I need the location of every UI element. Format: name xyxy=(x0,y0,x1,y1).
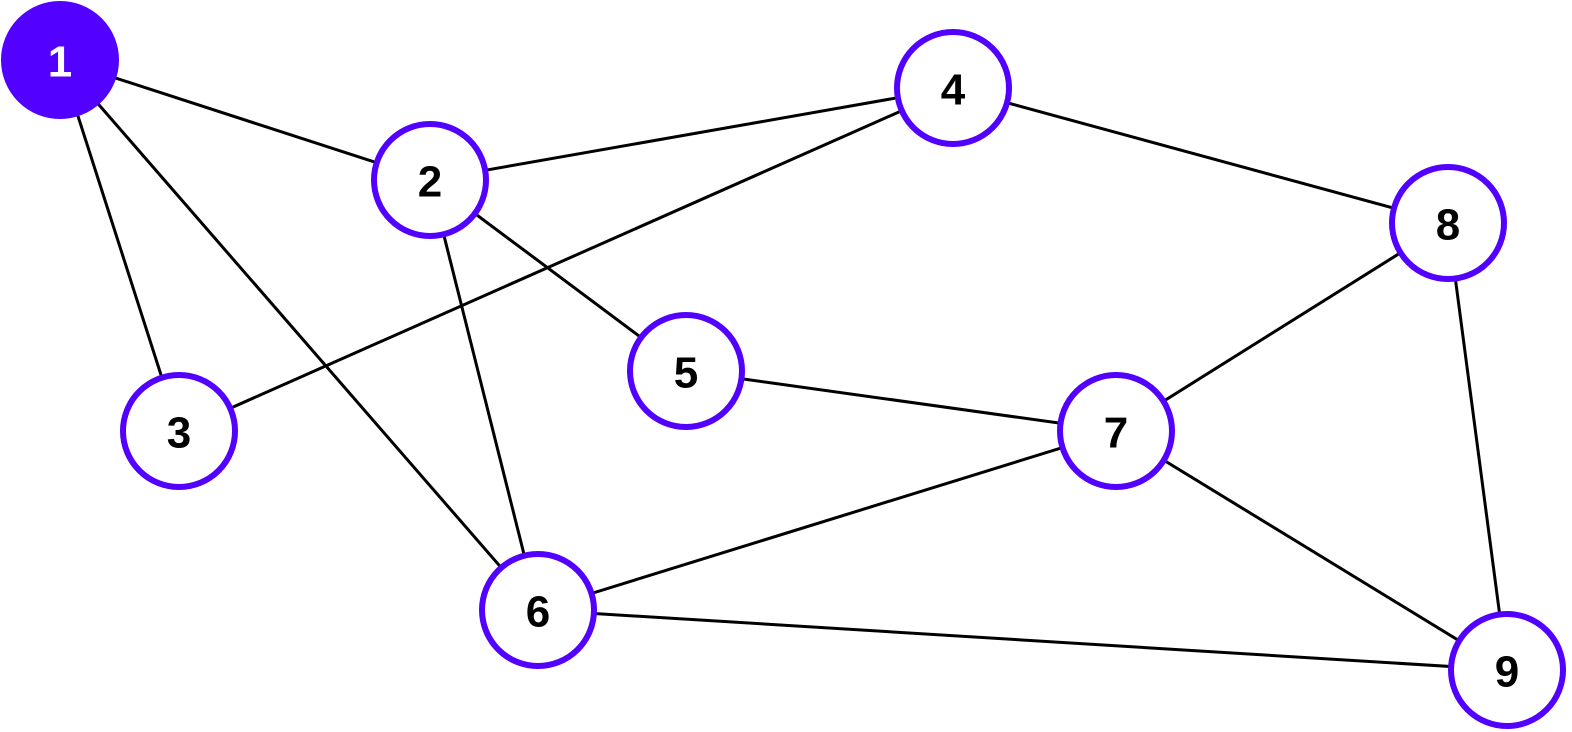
edge-5-7 xyxy=(685,369,1117,433)
node-circle[interactable] xyxy=(1448,611,1566,729)
node-2[interactable]: 2 xyxy=(371,121,489,239)
edge-3-4 xyxy=(178,86,954,433)
node-8[interactable]: 8 xyxy=(1389,164,1507,282)
node-label: 4 xyxy=(941,66,966,115)
node-3[interactable]: 3 xyxy=(120,372,238,490)
edge-2-6 xyxy=(428,179,540,611)
node-label: 5 xyxy=(674,349,698,398)
node-circle[interactable] xyxy=(371,121,489,239)
node-5[interactable]: 5 xyxy=(627,312,745,430)
node-9[interactable]: 9 xyxy=(1448,611,1566,729)
edge-6-7 xyxy=(537,429,1117,612)
node-label: 2 xyxy=(418,158,442,207)
node-circle[interactable] xyxy=(1057,372,1175,490)
node-circle[interactable] xyxy=(627,312,745,430)
edge-8-9 xyxy=(1446,222,1509,671)
node-circle[interactable] xyxy=(894,29,1012,147)
node-label: 7 xyxy=(1104,409,1128,458)
node-circle[interactable] xyxy=(1389,164,1507,282)
node-circle[interactable] xyxy=(1,1,119,119)
edge-2-4 xyxy=(429,86,954,182)
node-circle[interactable] xyxy=(120,372,238,490)
edge-7-8 xyxy=(1115,221,1449,433)
node-label: 8 xyxy=(1436,201,1460,250)
node-6[interactable]: 6 xyxy=(479,551,597,669)
edges-layer xyxy=(58,58,1509,672)
node-1[interactable]: 1 xyxy=(1,1,119,119)
edge-6-9 xyxy=(537,608,1508,672)
node-label: 3 xyxy=(167,409,191,458)
edge-1-3 xyxy=(58,59,181,432)
edge-1-6 xyxy=(58,59,540,611)
node-4[interactable]: 4 xyxy=(894,29,1012,147)
edge-4-8 xyxy=(952,86,1449,225)
node-label: 9 xyxy=(1495,648,1519,697)
node-label: 6 xyxy=(526,588,550,637)
node-7[interactable]: 7 xyxy=(1057,372,1175,490)
edge-7-9 xyxy=(1115,429,1508,672)
node-label: 1 xyxy=(48,38,72,87)
node-circle[interactable] xyxy=(479,551,597,669)
edge-1-2 xyxy=(59,58,431,182)
